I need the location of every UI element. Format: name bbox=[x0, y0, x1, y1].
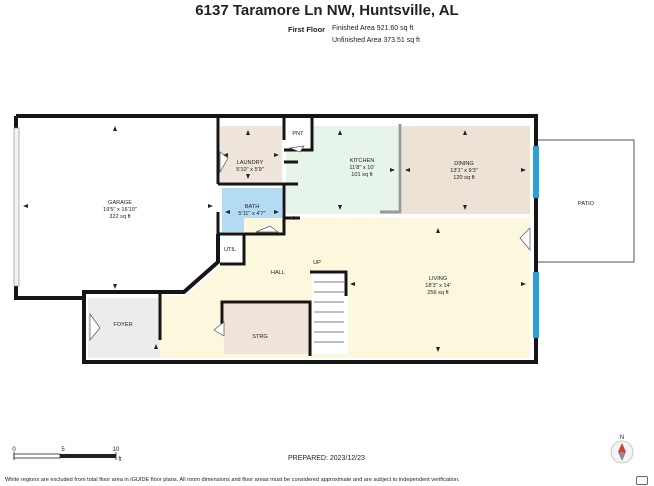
kitchen-dims: 11'8" x 10' bbox=[349, 165, 374, 171]
hall-label: HALL bbox=[271, 270, 285, 276]
living-dims: 18'3" x 14' bbox=[425, 283, 451, 289]
laundry-label: LAUNDRY bbox=[237, 160, 264, 166]
page-title: 6137 Taramore Ln NW, Huntsville, AL bbox=[195, 2, 459, 19]
compass-north-letter: N bbox=[620, 435, 624, 441]
footer-disclaimer: White regions are excluded from total fl… bbox=[0, 475, 654, 486]
up-label: UP bbox=[313, 260, 321, 266]
strg-label: STRG bbox=[252, 334, 268, 340]
dining-area bbox=[402, 126, 530, 214]
scale-label-0: 0 bbox=[12, 447, 16, 453]
kitchen-dining-divider bbox=[380, 124, 402, 214]
door-swings bbox=[89, 145, 531, 341]
scale-label-5: 5 bbox=[61, 447, 65, 453]
laundry-dims: 5'10" x 5'9" bbox=[236, 167, 264, 173]
disclaimer-text: White regions are excluded from total fl… bbox=[5, 477, 460, 483]
garage-window bbox=[13, 127, 20, 287]
compass-icon bbox=[610, 440, 634, 464]
foyer-label: FOYER bbox=[113, 322, 132, 328]
iguide-logo-icon bbox=[636, 476, 648, 485]
dining-label: DINING bbox=[454, 161, 474, 167]
patio-label: PATIO bbox=[578, 201, 595, 207]
pnt-label: PNT bbox=[292, 131, 304, 137]
storage-area bbox=[224, 304, 308, 354]
garage-label: GARAGE bbox=[108, 200, 132, 206]
dining-window bbox=[533, 146, 539, 198]
garage-area-text: 322 sq ft bbox=[109, 214, 131, 220]
kitchen-area-text: 101 sq ft bbox=[351, 172, 373, 178]
stair-treads bbox=[314, 281, 344, 343]
finished-area-text: Finished Area 921.60 sq ft bbox=[332, 25, 414, 32]
kitchen-label: KITCHEN bbox=[350, 158, 375, 164]
dining-dims: 13'1" x 9'3" bbox=[450, 168, 478, 174]
living-label: LIVING bbox=[429, 276, 447, 282]
pnt-area bbox=[286, 126, 312, 148]
unfinished-area-text: Unfinished Area 373.51 sq ft bbox=[332, 37, 420, 44]
dining-area-text: 120 sq ft bbox=[453, 175, 475, 181]
dimension-arrows bbox=[23, 126, 526, 352]
util-area bbox=[218, 234, 242, 264]
kitchen-area bbox=[286, 126, 398, 214]
garage-dims: 19'5" x 16'10" bbox=[103, 207, 137, 213]
laundry-area bbox=[220, 126, 282, 182]
scale-label-10: 10 bbox=[113, 447, 120, 453]
interior-walls bbox=[158, 118, 348, 356]
bath-label: BATH bbox=[245, 204, 260, 210]
util-label: UTIL bbox=[224, 247, 236, 253]
scale-bar bbox=[13, 452, 117, 460]
prepared-date: PREPARED: 2023/12/23 bbox=[288, 455, 365, 462]
floor-label: First Floor bbox=[288, 25, 326, 34]
garage-area bbox=[20, 120, 216, 294]
living-area-text: 256 sq ft bbox=[427, 290, 449, 296]
scale-unit: ft bbox=[118, 457, 122, 463]
bath-dims: 5'11" x 4'7" bbox=[238, 211, 265, 217]
patio-area bbox=[534, 139, 635, 263]
living-window bbox=[533, 272, 539, 338]
